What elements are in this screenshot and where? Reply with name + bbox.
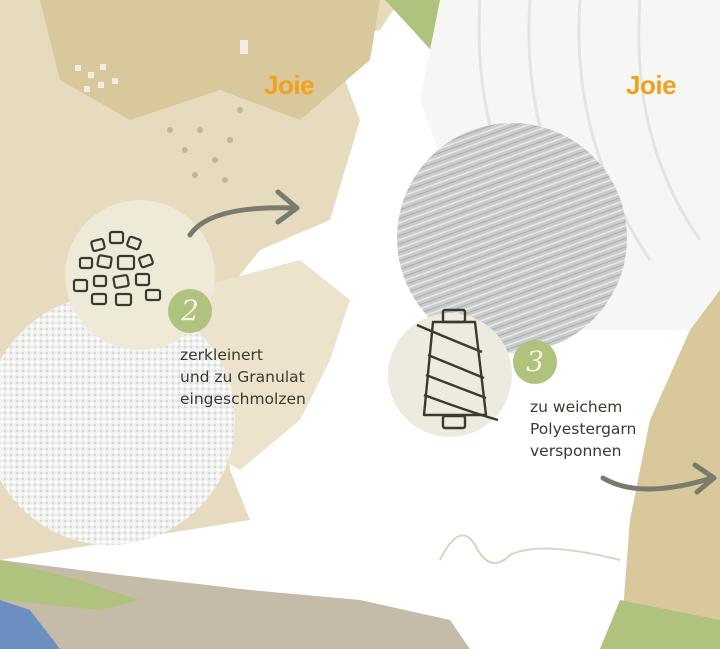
step-caption: zerkleinert und zu Granulat eingeschmolz…: [180, 344, 306, 410]
caption-line: zu weichem: [530, 398, 623, 416]
caption-line: eingeschmolzen: [180, 390, 306, 408]
caption-line: Polyestergarn: [530, 420, 637, 438]
green-hill: [0, 560, 140, 610]
decorative-squiggle: [439, 534, 621, 564]
step-caption: zu weichem Polyestergarn versponnen: [530, 396, 636, 462]
granulate-photo: [0, 295, 235, 545]
step-number-badge: 3: [513, 340, 557, 384]
caption-line: versponnen: [530, 442, 622, 460]
decorative-dots: [167, 107, 243, 183]
joie-logo: Joie: [264, 70, 315, 100]
caption-line: zerkleinert: [180, 346, 263, 364]
tan-shape: [40, 0, 380, 120]
granulate-icon: [72, 230, 162, 307]
yarn-cone-photo: [397, 123, 627, 353]
decorative-squares: [75, 40, 248, 92]
step-number-badge: 2: [168, 289, 212, 333]
thread-spool-icon: [416, 308, 499, 430]
arrow-icon: [187, 189, 300, 238]
caption-line: und zu Granulat: [180, 368, 305, 386]
green-hill: [600, 600, 720, 649]
joie-logo: Joie: [626, 70, 677, 100]
bottom-landscape: [0, 560, 470, 649]
spool-icon-circle: [388, 313, 512, 437]
arrow-icon: [600, 462, 717, 495]
blue-water: [0, 600, 60, 649]
tan-right-shape: [620, 290, 720, 649]
